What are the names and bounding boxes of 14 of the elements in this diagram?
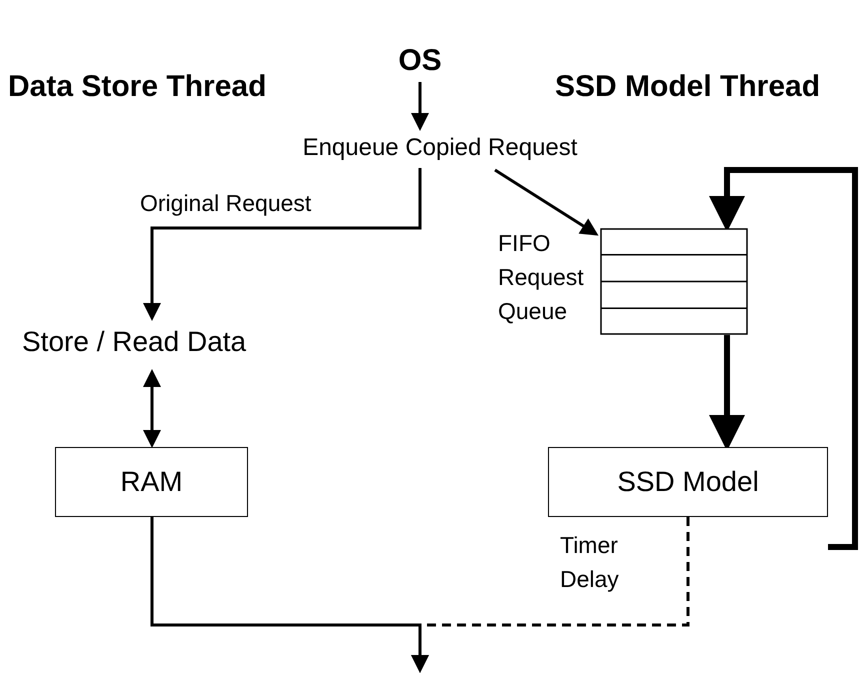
arrow <box>143 168 422 321</box>
step-label: Store / Read Data <box>22 325 246 359</box>
queue-label: FIFO Request Queue <box>498 229 585 326</box>
arrow <box>494 168 599 236</box>
process-box: SSD Model <box>548 447 828 517</box>
process-box: RAM <box>55 447 248 517</box>
thread-heading: Data Store Thread <box>8 69 266 105</box>
step-label: Enqueue Copied Request <box>302 133 578 163</box>
arrow <box>143 369 161 448</box>
thread-heading: SSD Model Thread <box>555 69 820 105</box>
source-label: OS <box>398 42 442 78</box>
arrow <box>411 517 690 673</box>
queue-drawing <box>600 228 748 335</box>
arrow <box>411 82 429 131</box>
